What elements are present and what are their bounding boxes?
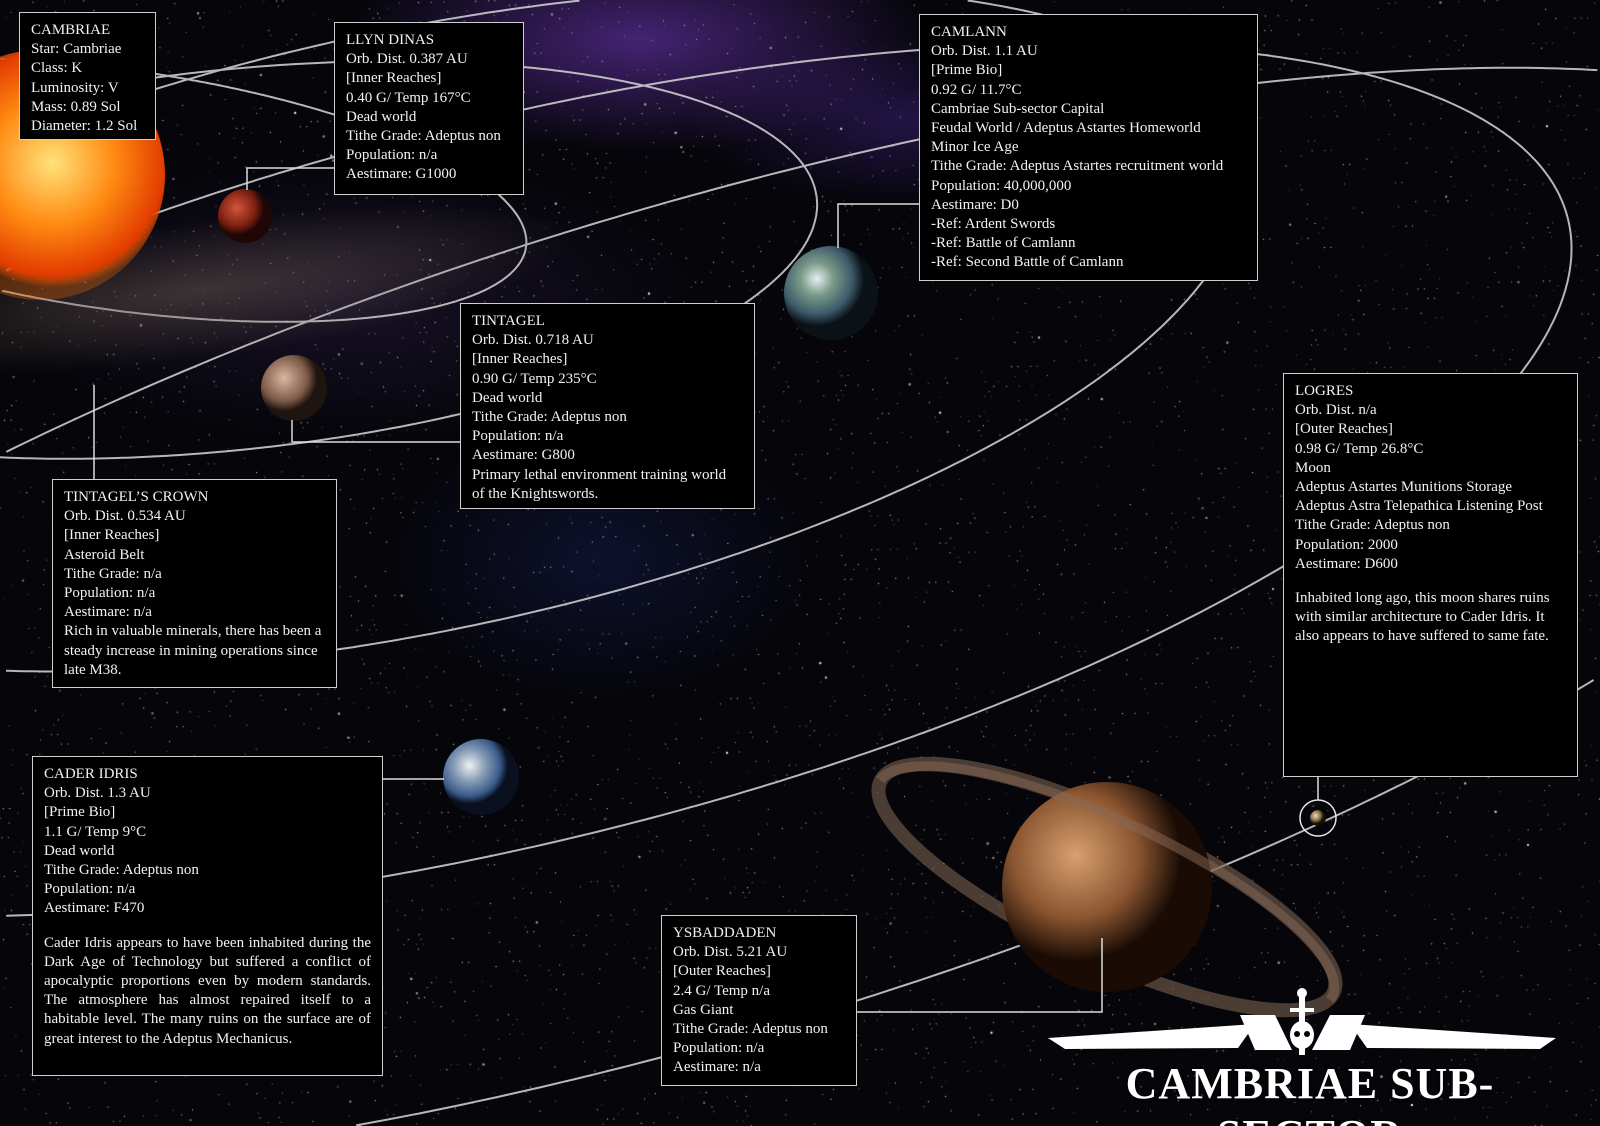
box-title: CAMBRIAE: [31, 22, 111, 38]
crown-description: Rich in valuable minerals, there has bee…: [64, 623, 322, 678]
info-line: Dead world: [472, 389, 543, 406]
info-line: Population: n/a: [346, 147, 438, 164]
info-box-ysbaddaden: YSBADDADEN Orb. Dist. 5.21 AU [Outer Reach…: [661, 915, 857, 1086]
logres-description: Inhabited long ago, this moon shares rui…: [1295, 590, 1550, 645]
box-title: TINTAGEL: [472, 313, 545, 329]
info-line: [Outer Reaches]: [673, 963, 771, 980]
sector-title: CAMBRIAE SUB-SECTOR: [1125, 1059, 1495, 1126]
connector-lines: [93, 167, 1319, 1013]
info-box-cader-idris: CADER IDRIS Orb. Dist. 1.3 AU [Prime Bio] 1…: [32, 756, 383, 1076]
info-line: 0.90 G/ Temp 235°C: [472, 370, 597, 387]
info-line: Population: n/a: [64, 585, 156, 602]
info-line: Diameter: 1.2 Sol: [31, 118, 138, 135]
info-line: Tithe Grade: Adeptus Astartes recruitmen…: [931, 158, 1224, 175]
box-title: LLYN DINAS: [346, 32, 435, 48]
info-box-logres: LOGRES Orb. Dist. n/a [Outer Reaches] 0.98 …: [1283, 373, 1578, 777]
info-line: Aestimare: F470: [44, 900, 145, 917]
info-line: Population: n/a: [673, 1040, 765, 1057]
info-line: Star: Cambriae: [31, 41, 122, 58]
info-line: Adeptus Astartes Munitions Storage: [1295, 479, 1513, 496]
info-line: Feudal World / Adeptus Astartes Homeworl…: [931, 120, 1201, 137]
info-line: Population: n/a: [44, 881, 136, 898]
info-line: Tithe Grade: n/a: [64, 565, 162, 582]
info-line: Dead world: [346, 108, 417, 125]
asteroid-belt: [0, 202, 577, 378]
info-line: Aestimare: n/a: [673, 1059, 761, 1076]
info-line: Population: 40,000,000: [931, 177, 1072, 194]
box-title: YSBADDADEN: [673, 925, 777, 941]
info-line: [Outer Reaches]: [1295, 421, 1393, 438]
info-line: Dead world: [44, 842, 115, 859]
cader-idris-description: Cader Idris appears to have been inhabit…: [44, 934, 371, 1047]
info-line: 0.98 G/ Temp 26.8°C: [1295, 440, 1424, 457]
box-title: CADER IDRIS: [44, 766, 138, 782]
info-line: [Inner Reaches]: [64, 527, 160, 544]
info-line: Tithe Grade: Adeptus non: [472, 409, 627, 426]
info-line: Tithe Grade: Adeptus non: [673, 1021, 828, 1038]
info-line: Orb. Dist. 0.387 AU: [346, 51, 468, 68]
info-line: Aestimare: G800: [472, 447, 575, 464]
info-line: Gas Giant: [673, 1001, 734, 1018]
info-line: Tithe Grade: Adeptus non: [1295, 517, 1450, 534]
box-title: CAMLANN: [931, 24, 1007, 40]
info-line: -Ref: Ardent Swords: [931, 216, 1056, 233]
info-box-llyn-dinas: LLYN DINAS Orb. Dist. 0.387 AU [Inner Reac…: [334, 22, 524, 195]
info-line: Tithe Grade: Adeptus non: [346, 128, 501, 145]
info-line: Moon: [1295, 459, 1331, 476]
info-line: Tithe Grade: Adeptus non: [44, 862, 199, 879]
planet-cader-idris: [443, 739, 519, 815]
info-line: Orb. Dist. 0.718 AU: [472, 332, 594, 349]
info-line: 0.92 G/ 11.7°C: [931, 81, 1022, 98]
info-box-camlann: CAMLANN Orb. Dist. 1.1 AU [Prime Bio] 0.92 …: [919, 14, 1258, 281]
info-line: Aestimare: D600: [1295, 555, 1398, 572]
planet-tintagel: [261, 355, 327, 421]
box-title: LOGRES: [1295, 383, 1354, 399]
info-line: Population: n/a: [472, 428, 564, 445]
info-line: 0.40 G/ Temp 167°C: [346, 89, 471, 106]
info-line: Aestimare: n/a: [64, 604, 152, 621]
info-line: -Ref: Second Battle of Camlann: [931, 254, 1124, 271]
box-title: TINTAGEL’S CROWN: [64, 489, 209, 505]
info-line: Mass: 0.89 Sol: [31, 98, 121, 115]
info-line: Orb. Dist. 0.534 AU: [64, 508, 186, 525]
info-line: [Inner Reaches]: [472, 351, 568, 368]
info-line: Primary lethal environment training worl…: [472, 466, 727, 483]
info-line: Aestimare: D0: [931, 196, 1019, 213]
info-line: Aestimare: G1000: [346, 166, 457, 183]
info-line: Cambriae Sub-sector Capital: [931, 100, 1105, 117]
info-line: 1.1 G/ Temp 9°C: [44, 823, 147, 840]
moon-logres-small: [1310, 810, 1326, 826]
planet-camlann: [784, 246, 878, 340]
info-line: Minor Ice Age: [931, 139, 1019, 156]
info-line: Orb. Dist. 1.1 AU: [931, 43, 1038, 60]
info-line: Orb. Dist. n/a: [1295, 402, 1377, 419]
info-line: Population: 2000: [1295, 536, 1398, 553]
info-line: of the Knightswords.: [472, 485, 599, 502]
info-line: Adeptus Astra Telepathica Listening Post: [1295, 498, 1543, 515]
info-box-tintagels-crown: TINTAGEL’S CROWN Orb. Dist. 0.534 AU [Inne…: [52, 479, 337, 688]
info-box-tintagel: TINTAGEL Orb. Dist. 0.718 AU [Inner Reache…: [460, 303, 755, 509]
planet-ysbaddaden: [871, 756, 1343, 1018]
info-line: 2.4 G/ Temp n/a: [673, 982, 770, 999]
info-line: -Ref: Battle of Camlann: [931, 235, 1076, 252]
info-line: Orb. Dist. 5.21 AU: [673, 944, 788, 961]
info-line: [Prime Bio]: [44, 804, 116, 821]
info-line: [Prime Bio]: [931, 62, 1003, 79]
info-line: Asteroid Belt: [64, 546, 145, 563]
info-line: Luminosity: V: [31, 79, 119, 96]
planet-llyn-dinas: [218, 189, 272, 243]
orbit-line: [0, 60, 818, 199]
info-line: Class: K: [31, 60, 83, 77]
info-line: Orb. Dist. 1.3 AU: [44, 785, 151, 802]
info-line: [Inner Reaches]: [346, 70, 442, 87]
